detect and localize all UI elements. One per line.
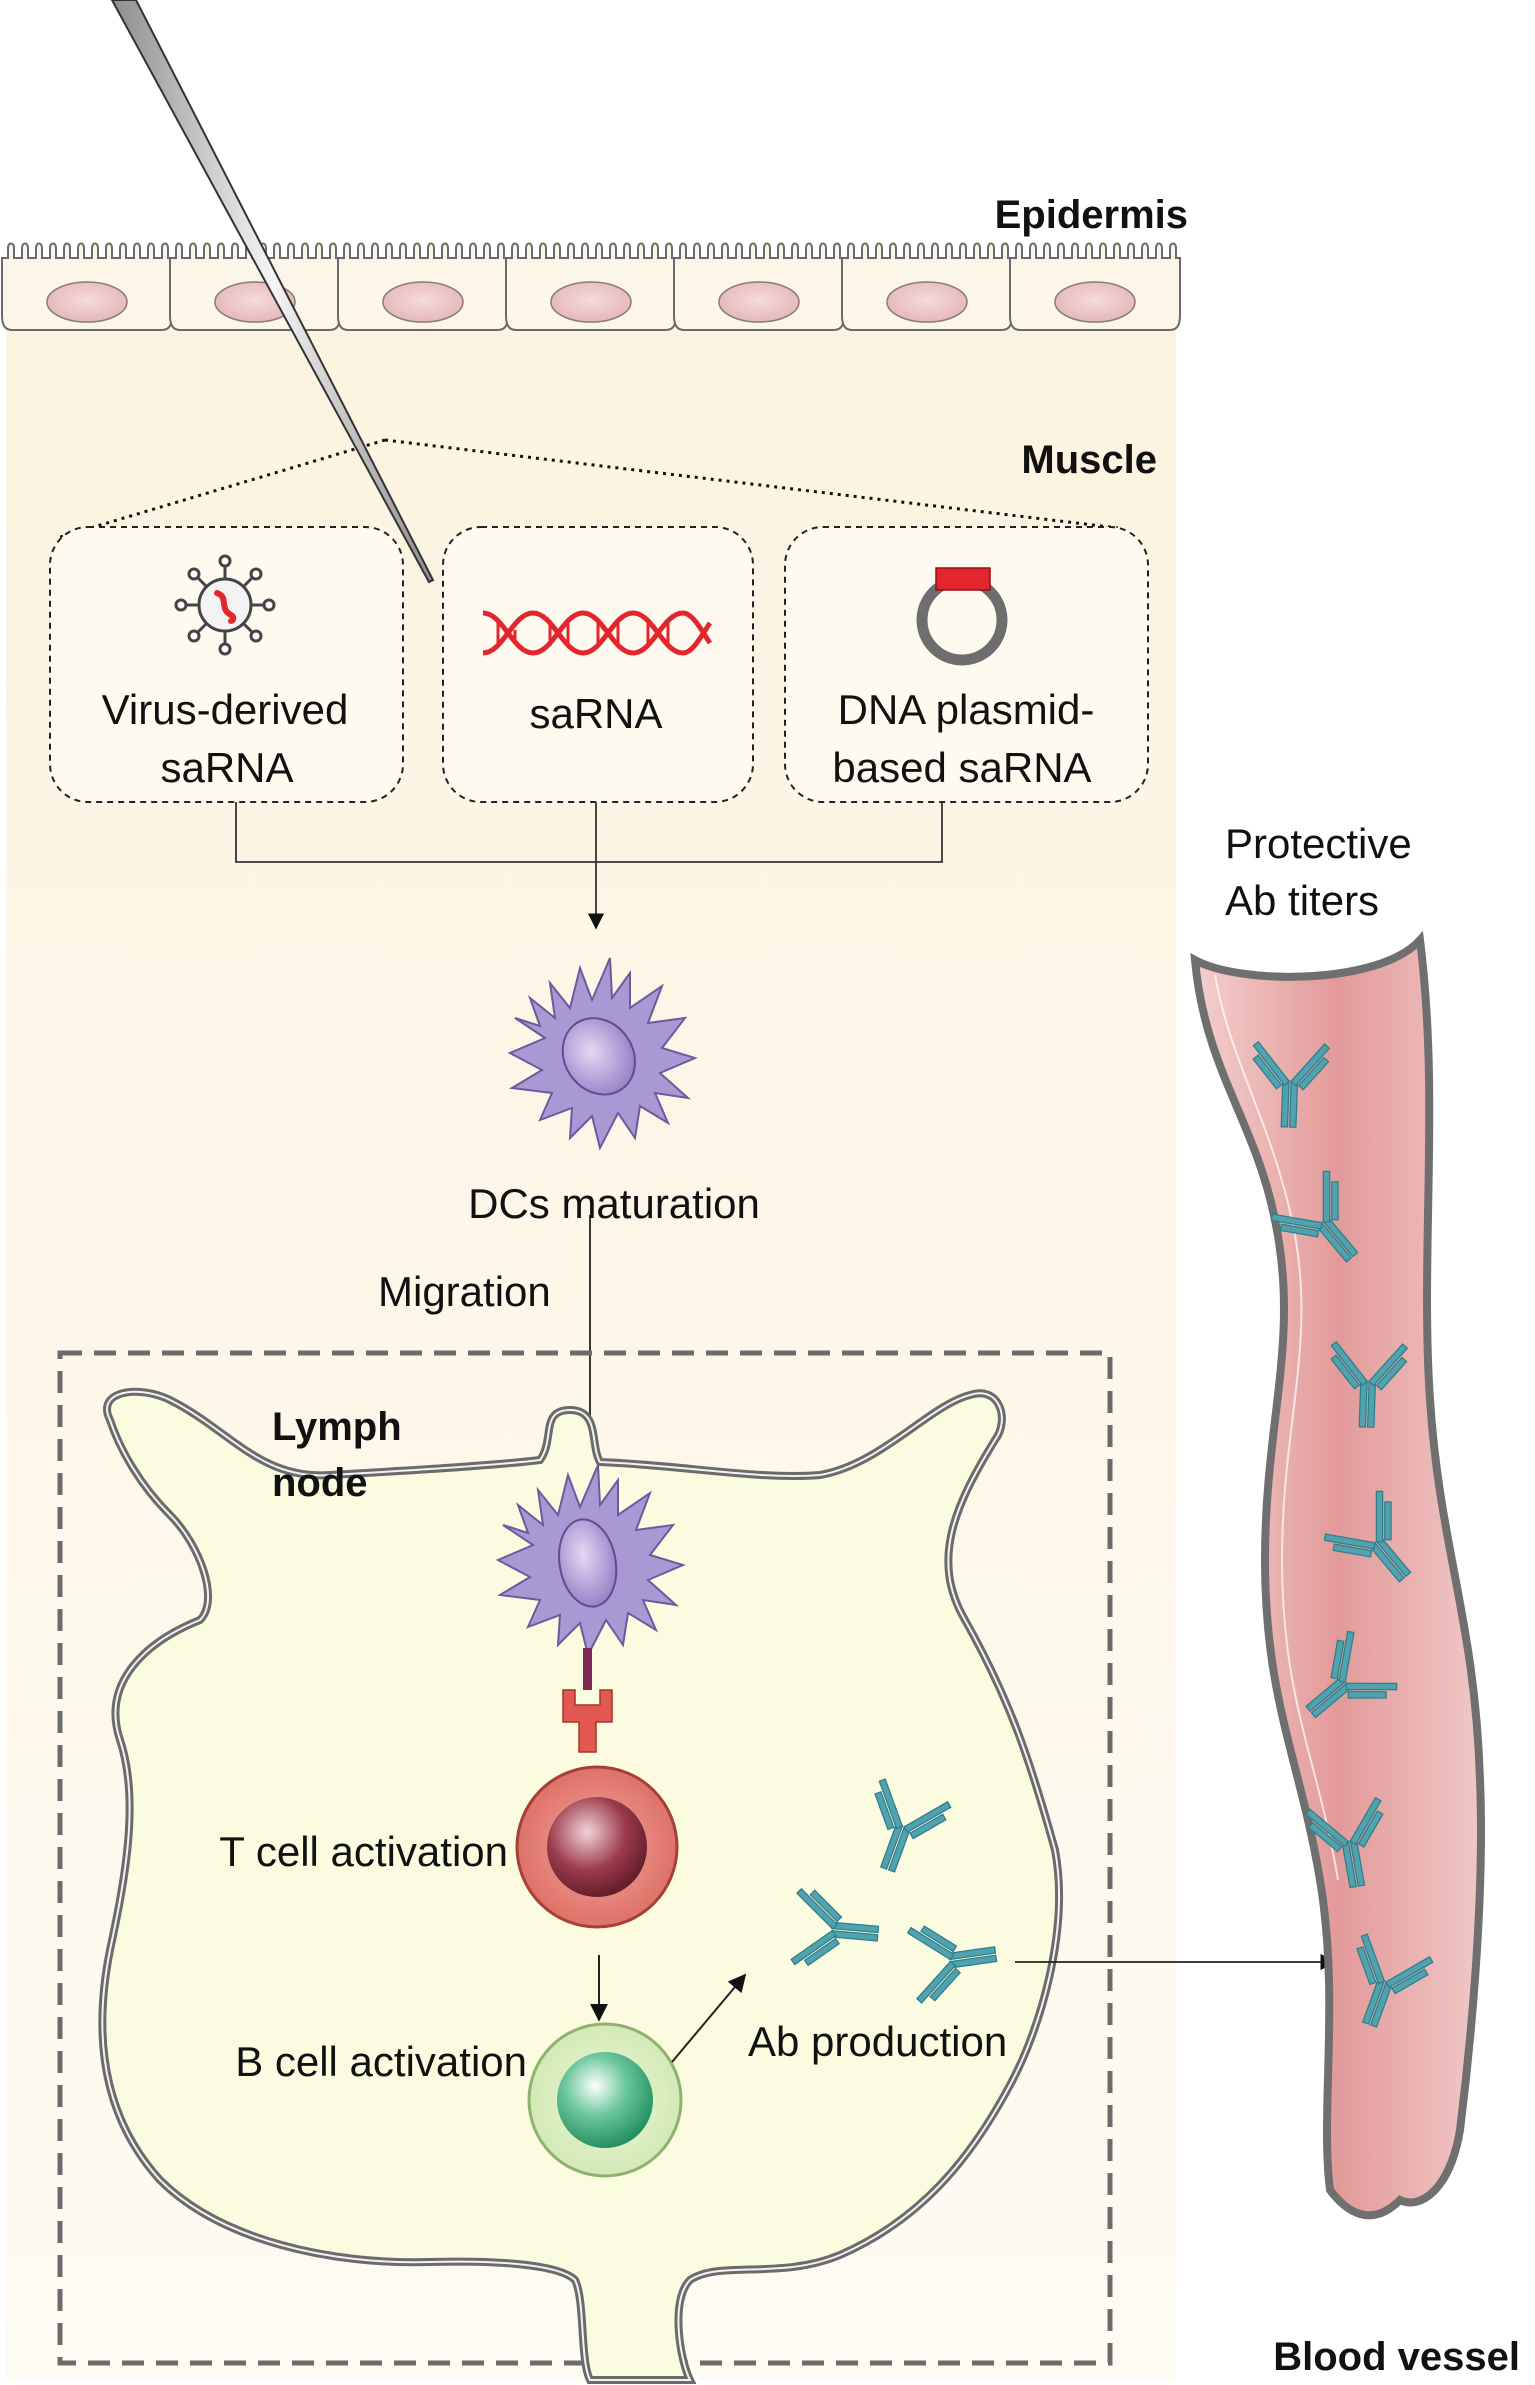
sarna-label: saRNA [529, 690, 662, 737]
epidermis-label: Epidermis [995, 193, 1188, 237]
plasmid-icon [916, 567, 1008, 666]
lymph-node-label-line2: node [272, 1461, 368, 1505]
b-to-ab-arrow [671, 1973, 747, 2063]
blood-vessel [1190, 930, 1485, 2220]
t-cell-icon [515, 1765, 679, 1929]
needle-icon [110, 0, 435, 584]
protective-ab-label: Protective [1225, 820, 1412, 867]
rna-strand-icon [482, 610, 713, 656]
blood-vessel-label: Blood vessel [1273, 2335, 1520, 2379]
box-connector [235, 802, 943, 930]
virus-icon [174, 554, 276, 656]
virus-derived-label: Virus-derived [102, 686, 349, 733]
sarna-box [442, 526, 754, 803]
ab-production-label: Ab production [748, 2018, 1007, 2065]
dc-maturation-label: DCs maturation [468, 1180, 760, 1227]
receptor-connector [562, 1648, 613, 1753]
b-cell-icon [527, 2022, 683, 2178]
virus-derived-label-line2: saRNA [160, 744, 293, 791]
virus-derived-box [49, 526, 404, 803]
t-cell-activation-label: T cell activation [219, 1828, 508, 1875]
dna-plasmid-label-line2: based saRNA [832, 744, 1091, 791]
protective-ab-label-line2: Ab titers [1225, 877, 1379, 924]
dna-plasmid-label: DNA plasmid- [838, 686, 1095, 733]
b-cell-activation-label: B cell activation [235, 2038, 527, 2085]
migration-label: Migration [378, 1268, 551, 1315]
zoom-lines [56, 438, 1119, 540]
muscle-label: Muscle [1021, 438, 1157, 482]
dendritic-cell-icon [507, 957, 698, 1151]
lymph-node-label: Lymph [272, 1405, 402, 1449]
epidermis-layer [1, 242, 1181, 331]
delivery-boxes [49, 526, 1149, 803]
dendritic-cell-lymph-icon [495, 1464, 686, 1658]
